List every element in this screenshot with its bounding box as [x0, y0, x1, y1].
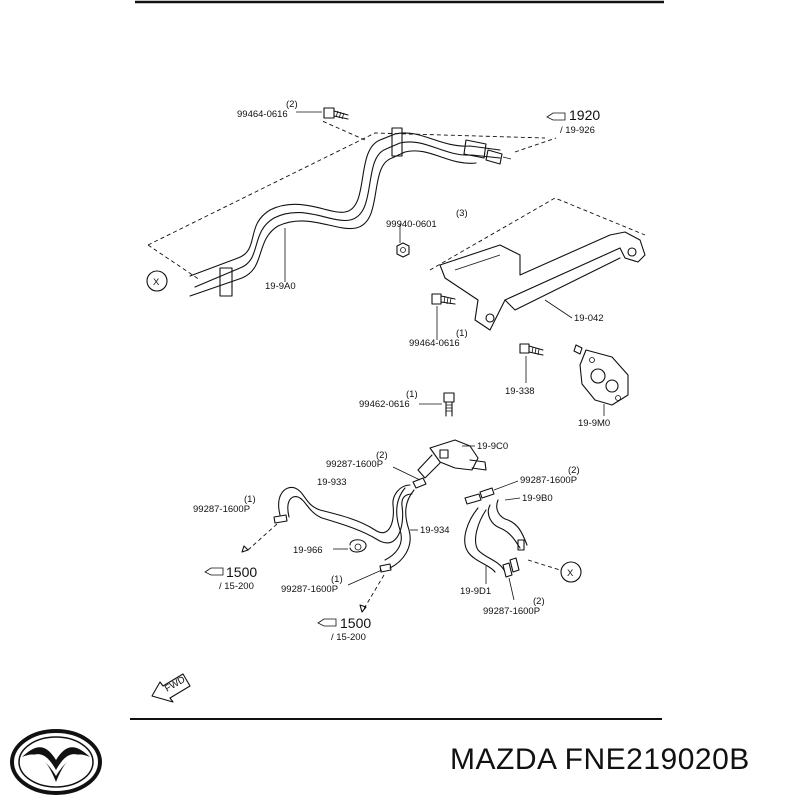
hose-933-label: 19-933	[317, 477, 347, 488]
valve-label: 19-9C0	[477, 441, 508, 452]
reference-hand-icon	[546, 112, 566, 121]
nut-icon	[396, 242, 410, 258]
hose-934	[384, 487, 415, 569]
hose-933	[278, 484, 413, 544]
clamp-a-label: 99287-1600P	[326, 459, 383, 470]
bolt-top-label: 99464-0616	[237, 109, 288, 120]
clip-label: 19-966	[293, 545, 323, 556]
clamp-e-label: 99287-1600P	[483, 606, 540, 617]
clamp-d-qty: (1)	[331, 574, 343, 585]
clamp-b-qty: (2)	[568, 465, 580, 476]
bolt-low-qty: (1)	[406, 389, 418, 400]
pipe-label: 19-9A0	[265, 281, 296, 292]
ref-top-number: 1920	[569, 107, 600, 123]
valve	[417, 439, 487, 479]
clamp-c-qty: (1)	[244, 494, 256, 505]
svg-text:FWD: FWD	[163, 674, 187, 694]
hose-934-label: 19-934	[420, 525, 450, 536]
forward-arrow-icon: FWD	[151, 673, 191, 703]
nut-qty: (3)	[456, 208, 468, 219]
bolt-icon	[431, 293, 456, 305]
clamp-icon	[412, 477, 427, 489]
clamp-icon	[273, 514, 288, 524]
bolt-mid-label: 99464-0616	[409, 338, 460, 349]
ref-top-sub: / 19-926	[560, 125, 595, 136]
brand-caption: MAZDA FNE219020B	[450, 743, 750, 776]
gasket-label: 19-9M0	[578, 418, 610, 429]
clamp-icon	[479, 487, 495, 499]
connection-mark-x	[560, 561, 582, 583]
stud-icon	[519, 343, 544, 356]
mazda-logo	[10, 729, 102, 795]
connection-mark-x	[146, 270, 168, 292]
ref-left-number: 1500	[226, 564, 257, 580]
svg-text:X: X	[567, 568, 574, 579]
bolt-icon	[443, 392, 455, 417]
clip-icon	[349, 539, 367, 553]
hose-9d1-label: 19-9D1	[460, 586, 491, 597]
bolt-mid-qty: (1)	[456, 328, 468, 339]
ref-mid-sub: / 15-200	[331, 632, 366, 643]
clamp-icon	[379, 563, 392, 573]
bracket	[429, 197, 646, 331]
hose-9b0	[487, 499, 528, 549]
bracket-label: 19-042	[574, 313, 604, 324]
clamp-icon	[502, 562, 513, 578]
ref-left-sub: / 15-200	[219, 581, 254, 592]
reference-hand-icon	[317, 618, 337, 627]
clamp-d-label: 99287-1600P	[281, 584, 338, 595]
stud-label: 19-338	[505, 386, 535, 397]
gasket	[573, 344, 629, 406]
svg-text:X: X	[153, 277, 160, 288]
ref-mid-number: 1500	[340, 615, 371, 631]
reference-hand-icon	[204, 567, 224, 576]
nut-label: 99940-0601	[386, 219, 437, 230]
clamp-a-qty: (2)	[376, 450, 388, 461]
clamp-c-label: 99287-1600P	[193, 504, 250, 515]
clamp-b-label: 99287-1600P	[520, 475, 577, 486]
bolt-low-label: 99462-0616	[359, 399, 410, 410]
clamp-e-qty: (2)	[533, 596, 545, 607]
hose-9d1	[464, 507, 505, 573]
hose-9b0-label: 19-9B0	[522, 493, 553, 504]
pipe-assembly	[147, 119, 546, 297]
bolt-icon	[323, 107, 349, 120]
bolt-top-qty: (2)	[286, 99, 298, 110]
